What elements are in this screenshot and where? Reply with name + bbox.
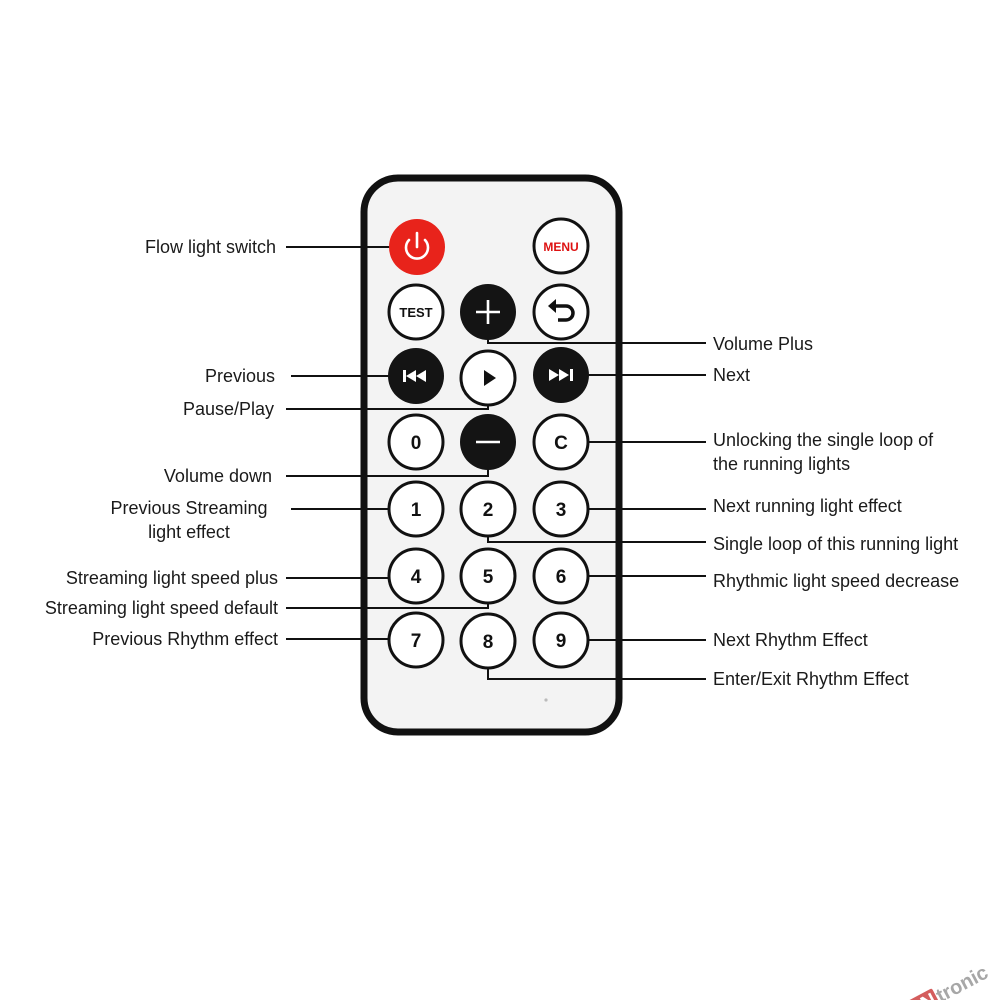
- nine-button-label: 9: [556, 631, 567, 652]
- three-button[interactable]: 3: [532, 480, 590, 538]
- label-next-rhythm: Next Rhythm Effect: [713, 630, 868, 650]
- label-single-loop: Single loop of this running light: [713, 534, 959, 554]
- four-button-label: 4: [411, 567, 422, 588]
- five-button-label: 5: [483, 567, 494, 588]
- five-button[interactable]: 5: [459, 547, 517, 605]
- label-previous-streaming-line2: light effect: [148, 522, 230, 542]
- plus-icon: [476, 300, 500, 324]
- menu-button-label: MENU: [543, 240, 578, 254]
- four-button[interactable]: 4: [387, 547, 445, 605]
- test-button[interactable]: TEST: [387, 283, 445, 341]
- eight-button[interactable]: 8: [459, 612, 517, 670]
- power-button[interactable]: [389, 219, 445, 275]
- return-arrow-icon: [548, 299, 575, 322]
- two-button[interactable]: 2: [459, 480, 517, 538]
- six-button-label: 6: [556, 567, 567, 588]
- label-enter-exit-rhythm: Enter/Exit Rhythm Effect: [713, 669, 909, 689]
- ir-dot: [544, 698, 548, 702]
- label-streaming-speed-default: Streaming light speed default: [44, 598, 278, 618]
- label-unlocking-line2: the running lights: [713, 454, 851, 474]
- label-previous-streaming-line1: Previous Streaming: [110, 498, 268, 518]
- label-volume-plus: Volume Plus: [713, 334, 814, 354]
- six-button[interactable]: 6: [532, 547, 590, 605]
- label-flow-light-switch: Flow light switch: [144, 237, 276, 257]
- eight-button-label: 8: [483, 632, 494, 653]
- nine-button[interactable]: 9: [532, 611, 590, 669]
- zero-button-label: 0: [411, 433, 422, 454]
- skip-next-icon: [549, 369, 573, 381]
- previous-button[interactable]: [388, 348, 444, 404]
- next-button[interactable]: [533, 347, 589, 403]
- skip-previous-icon: [403, 370, 426, 382]
- clear-button[interactable]: C: [532, 413, 590, 471]
- one-button[interactable]: 1: [387, 480, 445, 538]
- label-next-running: Next running light effect: [713, 496, 902, 516]
- label-previous: Previous: [204, 366, 275, 386]
- label-unlocking-line1: Unlocking the single loop of: [713, 430, 934, 450]
- label-previous-rhythm: Previous Rhythm effect: [92, 629, 278, 649]
- menu-button[interactable]: MENU: [532, 217, 590, 275]
- seven-button[interactable]: 7: [387, 611, 445, 669]
- label-volume-down: Volume down: [163, 466, 272, 486]
- label-next: Next: [713, 365, 751, 385]
- volume-down-button[interactable]: [460, 414, 516, 470]
- label-previous-streaming: Previous Streaming light effect: [98, 496, 280, 544]
- seven-button-label: 7: [411, 631, 422, 652]
- volume-plus-button[interactable]: [460, 284, 516, 340]
- zero-button[interactable]: 0: [387, 413, 445, 471]
- label-pause-play: Pause/Play: [182, 399, 274, 419]
- back-button[interactable]: [532, 283, 590, 341]
- power-icon: [404, 231, 430, 260]
- three-button-label: 3: [556, 500, 567, 521]
- two-button-label: 2: [483, 500, 494, 521]
- test-button-label: TEST: [399, 305, 432, 320]
- play-pause-button[interactable]: [459, 349, 517, 407]
- one-button-label: 1: [411, 500, 422, 521]
- clear-button-label: C: [554, 433, 568, 454]
- play-icon: [484, 370, 496, 386]
- label-streaming-speed-plus: Streaming light speed plus: [65, 568, 278, 588]
- label-unlocking: Unlocking the single loop of the running…: [713, 428, 933, 476]
- label-rhythmic-decrease: Rhythmic light speed decrease: [713, 571, 960, 591]
